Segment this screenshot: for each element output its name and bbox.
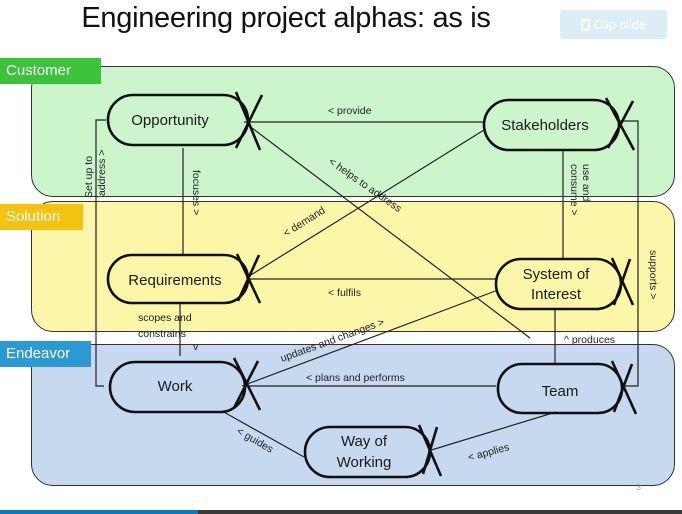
edge-label-scopes-line2: constrains: [138, 328, 186, 340]
edge-label-produces: ^ produces: [564, 334, 615, 346]
clip-slide-label: Clip slide: [593, 17, 647, 32]
alpha-label-wow-line2: Working: [337, 454, 392, 471]
edge-label-provide: < provide: [328, 105, 372, 117]
alpha-label-opportunity: Opportunity: [131, 112, 209, 129]
lane-label-solution: Solution: [0, 204, 83, 230]
edge-label-use-line1: use and: [580, 164, 592, 202]
edge-label-updates: updates and changes >: [279, 316, 386, 365]
slide-title: Engineering project alphas: as is: [0, 2, 682, 35]
edge-label-scopes-arrow: v: [193, 341, 199, 353]
edge-label-helps-to-address: < helps to address: [326, 156, 403, 215]
alpha-requirements[interactable]: [106, 253, 262, 305]
edge-label-plans: < plans and performs: [306, 372, 405, 384]
lane-endeavor: [31, 344, 675, 486]
edge-set-up-to-address: [95, 119, 106, 387]
slide-title-text: Engineering project alphas: as is: [81, 2, 491, 34]
edge-applies: [427, 411, 557, 452]
edge-label-demand: < demand: [281, 204, 327, 239]
alpha-team[interactable]: [496, 360, 638, 415]
alpha-label-team: Team: [542, 383, 579, 400]
slide-progress-bar[interactable]: [0, 510, 682, 514]
alpha-label-system-line1: System of: [523, 266, 591, 283]
clipboard-icon: [580, 18, 590, 31]
edge-label-scopes-line1: scopes and: [138, 312, 192, 324]
edge-demand: [245, 129, 485, 279]
alpha-work[interactable]: [108, 357, 262, 414]
edge-guides: [221, 410, 305, 458]
edge-label-setup-line2: address >: [96, 150, 108, 196]
alpha-opportunity[interactable]: [106, 91, 264, 151]
edge-helps-to-address: [247, 124, 531, 339]
edge-label-setup-line1: Set up to: [83, 156, 95, 198]
clip-slide-button[interactable]: Clip slide: [560, 10, 667, 39]
edge-label-focuses: focuses >: [190, 170, 202, 215]
lane-customer: [31, 66, 675, 197]
edge-label-fulfils: < fulfils: [328, 287, 361, 299]
edge-label-supports: supports >: [647, 250, 659, 299]
alpha-label-stakeholders: Stakeholders: [501, 117, 589, 134]
lane-label-endeavor: Endeavor: [0, 341, 91, 367]
edge-label-use-line2: consume >: [568, 164, 580, 216]
lane-label-customer: Customer: [0, 58, 101, 84]
alpha-label-system-line2: Interest: [531, 286, 582, 303]
edge-label-applies: < applies: [467, 441, 511, 464]
edge-supports: [620, 120, 639, 387]
alpha-label-work: Work: [158, 378, 193, 395]
alpha-label-wow-line1: Way of: [341, 433, 388, 450]
alpha-stakeholders[interactable]: [482, 97, 636, 152]
slide-progress-fill: [0, 510, 198, 514]
alpha-system-of-interest[interactable]: [494, 257, 635, 311]
alpha-label-requirements: Requirements: [128, 272, 221, 289]
alpha-way-of-working[interactable]: [303, 424, 443, 479]
edge-updates-and-changes: [241, 289, 499, 387]
page-number: 3: [636, 482, 642, 492]
